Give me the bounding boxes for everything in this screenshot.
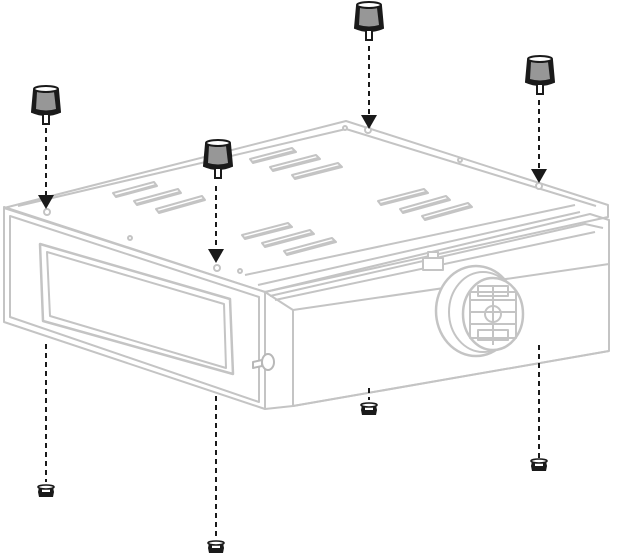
arrowheads	[38, 115, 547, 263]
nut-front-left	[37, 484, 55, 498]
nut-right	[530, 458, 548, 472]
interior-ledge	[244, 204, 576, 276]
nut-rear-center	[360, 402, 378, 416]
drawer-rail-inner	[269, 223, 604, 297]
arrow-foot-right	[531, 169, 547, 183]
side-bolt	[252, 353, 275, 371]
foot-back-center	[354, 1, 384, 41]
nut-front-center	[207, 540, 225, 554]
front-window	[38, 242, 235, 376]
top-connector	[422, 251, 444, 271]
chassis	[3, 120, 610, 410]
arrow-foot-front-left	[208, 249, 224, 263]
left-panel-inner	[9, 215, 260, 403]
foot-back-left	[31, 85, 61, 125]
front-window-inner	[46, 251, 227, 369]
interior-ledge-2	[257, 211, 581, 286]
arrow-foot-back-center	[361, 115, 377, 129]
drawer-bottom	[292, 350, 610, 407]
guide-lines	[45, 46, 540, 538]
foot-right	[525, 55, 555, 95]
vent-slots	[112, 147, 473, 256]
round-socket	[434, 264, 525, 358]
drawer-top-edge	[264, 291, 294, 410]
nuts	[37, 402, 548, 554]
arrow-foot-back-left	[38, 195, 54, 209]
